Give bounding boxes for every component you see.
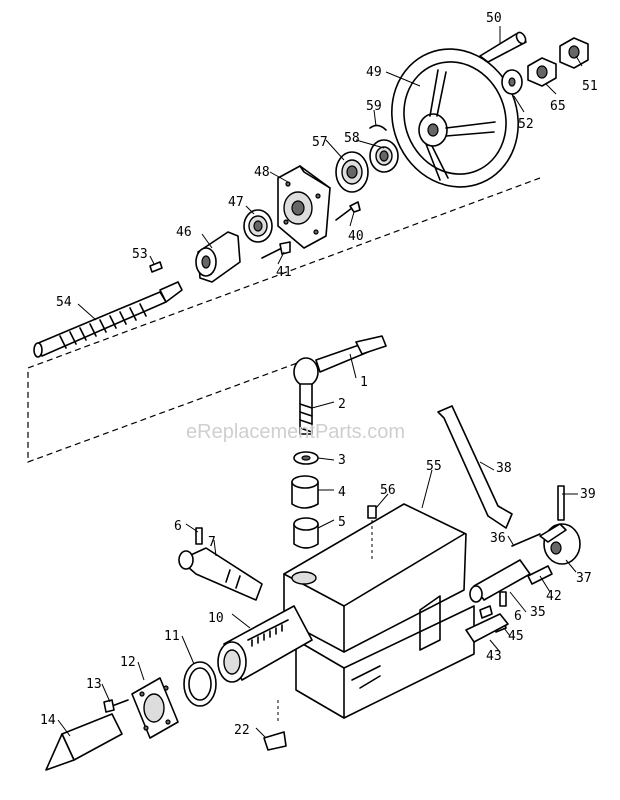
part-48-bearing-bracket <box>277 165 331 249</box>
part-54-lead-screw <box>33 281 183 358</box>
callout-41: 41 <box>276 265 292 280</box>
part-42-pin <box>527 565 553 585</box>
callout-3: 3 <box>338 453 346 468</box>
leader-lines <box>57 26 583 739</box>
callout-38: 38 <box>496 461 512 476</box>
part-41-screw <box>261 241 291 259</box>
part-2-clamp-screw <box>299 383 313 435</box>
callout-37: 37 <box>576 571 592 586</box>
callout-48: 48 <box>254 165 270 180</box>
callout-11: 11 <box>164 629 180 644</box>
part-51-cap-nut <box>559 37 589 69</box>
callout-42: 42 <box>546 589 562 604</box>
part-39-pin <box>557 485 565 521</box>
callout-6-left: 6 <box>174 519 182 534</box>
part-50-handle <box>479 31 527 63</box>
callout-35: 35 <box>530 605 546 620</box>
callout-59: 59 <box>366 99 382 114</box>
part-6-screw-right <box>499 591 507 607</box>
callout-4: 4 <box>338 485 346 500</box>
callout-36: 36 <box>490 531 506 546</box>
part-40-screw <box>335 201 361 221</box>
part-11-seal-ring <box>183 661 217 707</box>
callout-56: 56 <box>380 483 396 498</box>
callout-labels: 50 51 52 65 49 59 58 57 48 47 40 46 41 5… <box>40 11 598 738</box>
part-35-cam-shaft <box>469 559 531 603</box>
callout-57: 57 <box>312 135 328 150</box>
callout-12: 12 <box>120 655 136 670</box>
part-56-set-screw <box>367 505 377 560</box>
part-1-clamp-lever <box>293 335 387 387</box>
callout-22: 22 <box>234 723 250 738</box>
part-4-clamp-sleeve <box>291 475 319 509</box>
callout-58: 58 <box>344 131 360 146</box>
part-58-bearing <box>369 139 399 173</box>
callout-2: 2 <box>338 397 346 412</box>
part-13-screw <box>103 699 129 713</box>
callout-51: 51 <box>582 79 598 94</box>
part-12-end-plate <box>131 677 179 739</box>
callout-46: 46 <box>176 225 192 240</box>
part-10-quill <box>217 605 313 683</box>
callout-47: 47 <box>228 195 244 210</box>
part-47-gear <box>243 209 273 243</box>
watermark-text: eReplacementParts.com <box>186 421 405 443</box>
part-53-key <box>149 261 163 273</box>
callout-13: 13 <box>86 677 102 692</box>
part-14-dead-center <box>45 713 123 771</box>
callout-43: 43 <box>486 649 502 664</box>
part-3-washer <box>293 451 319 465</box>
callout-40: 40 <box>348 229 364 244</box>
callout-7: 7 <box>208 535 216 550</box>
part-65-nut <box>527 57 557 87</box>
part-36-pin <box>511 533 541 547</box>
callout-50: 50 <box>486 11 502 26</box>
part-5-clamp-sleeve-lower <box>293 517 319 549</box>
callout-5: 5 <box>338 515 346 530</box>
callout-54: 54 <box>56 295 72 310</box>
callout-14: 14 <box>40 713 56 728</box>
part-22-bolt <box>263 700 287 751</box>
callout-49: 49 <box>366 65 382 80</box>
callout-65: 65 <box>550 99 566 114</box>
callout-45: 45 <box>508 629 524 644</box>
callout-53: 53 <box>132 247 148 262</box>
part-59-key <box>369 124 387 131</box>
part-46-bushing <box>195 231 241 283</box>
callout-6-right: 6 <box>514 609 522 624</box>
assembly-dashed-line <box>27 177 541 463</box>
part-6-screw-left <box>195 527 203 545</box>
callout-10: 10 <box>208 611 224 626</box>
part-43-clamp-bracket <box>465 613 509 643</box>
part-38-lever-rod <box>437 405 513 529</box>
callout-55: 55 <box>426 459 442 474</box>
part-52-washer <box>501 69 523 95</box>
part-57-thrust-bearing <box>335 151 369 193</box>
callout-1: 1 <box>360 375 368 390</box>
part-37-lock-cam <box>539 523 581 565</box>
callout-39: 39 <box>580 487 596 502</box>
callout-52: 52 <box>518 117 534 132</box>
part-49-handwheel <box>391 48 519 188</box>
part-7-eccentric-shaft <box>178 547 263 601</box>
